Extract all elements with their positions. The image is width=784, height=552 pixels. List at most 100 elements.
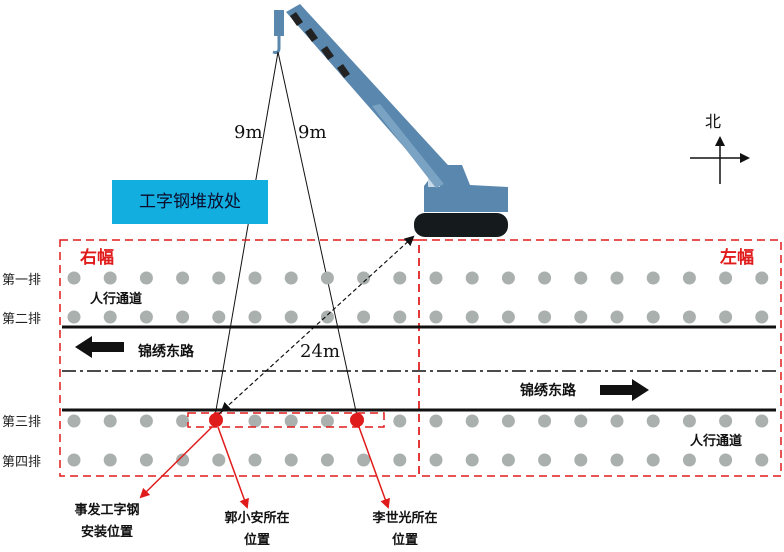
road-name-westbound: 锦绣东路 [138, 344, 194, 360]
pile-r1-c4 [176, 271, 190, 285]
pile-grid [67, 271, 769, 467]
cable-length-left: 9m [234, 122, 263, 143]
pile-r1-c15 [574, 271, 588, 285]
north-compass-icon [690, 136, 750, 184]
pile-r1-c2 [103, 271, 117, 285]
pile-r1-c3 [139, 271, 153, 285]
distance-label-24m: 24m [300, 341, 340, 362]
pile-r2-c4 [176, 310, 190, 324]
crane-hook [272, 36, 281, 54]
cable-right [277, 51, 358, 417]
person-position-li [350, 413, 364, 427]
pile-r2-c20 [755, 310, 769, 324]
pile-r4-c6 [248, 453, 262, 467]
pile-r2-c3 [139, 310, 153, 324]
pile-r1-c9 [357, 271, 371, 285]
pile-r4-c3 [139, 453, 153, 467]
eastbound-arrow-icon [600, 379, 649, 401]
walkway-label-left: 人行通道 [690, 434, 743, 449]
pile-r3-c19 [719, 414, 733, 428]
person-position-guo [209, 413, 223, 427]
walkway-label-right: 人行通道 [90, 292, 143, 307]
pile-r1-c12 [465, 271, 479, 285]
pile-r4-c7 [284, 453, 298, 467]
pile-r1-c11 [429, 271, 443, 285]
pile-r4-c17 [646, 453, 660, 467]
pile-r1-c14 [538, 271, 552, 285]
callout-installation: 事发工字钢 安装位置 [74, 503, 140, 540]
pile-r3-c16 [610, 414, 624, 428]
pile-r2-c1 [67, 310, 81, 324]
cable-length-right: 9m [298, 122, 327, 143]
pile-r2-c12 [465, 310, 479, 324]
pile-r4-c5 [212, 453, 226, 467]
row-label-2: 第二排 [2, 312, 42, 327]
pile-r2-c18 [682, 310, 696, 324]
pile-r3-c4 [176, 414, 190, 428]
pile-r2-c11 [429, 310, 443, 324]
pile-r2-c16 [610, 310, 624, 324]
pile-r4-c15 [574, 453, 588, 467]
callout-leader-install [139, 426, 213, 499]
pile-r1-c18 [682, 271, 696, 285]
pile-r1-c8 [320, 271, 334, 285]
pile-r3-c15 [574, 414, 588, 428]
pile-r1-c17 [646, 271, 660, 285]
pile-r1-c7 [284, 271, 298, 285]
pile-r4-c11 [429, 453, 443, 467]
pile-r2-c10 [393, 310, 407, 324]
pile-r4-c9 [357, 453, 371, 467]
pile-r3-c2 [103, 414, 117, 428]
crane-icon [272, 4, 508, 237]
pile-r1-c1 [67, 271, 81, 285]
north-label: 北 [705, 112, 722, 131]
pile-r1-c5 [212, 271, 226, 285]
pile-r4-c13 [501, 453, 515, 467]
installation-area-box [187, 412, 385, 428]
row-label-3: 第三排 [2, 415, 42, 430]
pile-r4-c10 [393, 453, 407, 467]
row-label-4: 第四排 [2, 455, 42, 470]
pile-r3-c1 [67, 414, 81, 428]
pile-r2-c15 [574, 310, 588, 324]
pile-r4-c19 [719, 453, 733, 467]
callout-li: 李世光所在 位置 [372, 511, 438, 548]
road-name-eastbound: 锦绣东路 [520, 383, 576, 399]
pile-r3-c3 [139, 414, 153, 428]
pile-r2-c7 [284, 310, 298, 324]
pile-r2-c8 [320, 310, 334, 324]
pile-r2-c6 [248, 310, 262, 324]
pile-r3-c11 [429, 414, 443, 428]
pile-r4-c18 [682, 453, 696, 467]
pile-r2-c19 [719, 310, 733, 324]
left-half-label: 左幅 [720, 248, 754, 268]
callout-leader-guo [217, 426, 249, 509]
pile-r1-c19 [719, 271, 733, 285]
pile-r4-c14 [538, 453, 552, 467]
pile-r4-c2 [103, 453, 117, 467]
pile-r3-c7 [284, 414, 298, 428]
pile-r3-c13 [501, 414, 515, 428]
pile-r2-c5 [212, 310, 226, 324]
steel-storage-area: 工字钢堆放处 [112, 180, 268, 224]
crane-track [414, 213, 508, 237]
pile-r3-c10 [393, 414, 407, 428]
pile-r2-c2 [103, 310, 117, 324]
pile-r3-c18 [682, 414, 696, 428]
callout-leader-li [358, 426, 390, 509]
pile-r4-c20 [755, 453, 769, 467]
pile-r1-c10 [393, 271, 407, 285]
pile-r4-c1 [67, 453, 81, 467]
crane-hook-block [274, 10, 284, 36]
pile-r2-c14 [538, 310, 552, 324]
pile-r4-c12 [465, 453, 479, 467]
pile-r4-c16 [610, 453, 624, 467]
pile-r3-c14 [538, 414, 552, 428]
pile-r3-c6 [248, 414, 262, 428]
right-half-label: 右幅 [80, 248, 114, 268]
row-label-1: 第一排 [2, 273, 42, 288]
westbound-arrow-icon [75, 336, 124, 358]
pile-r1-c13 [501, 271, 515, 285]
pile-r4-c8 [320, 453, 334, 467]
